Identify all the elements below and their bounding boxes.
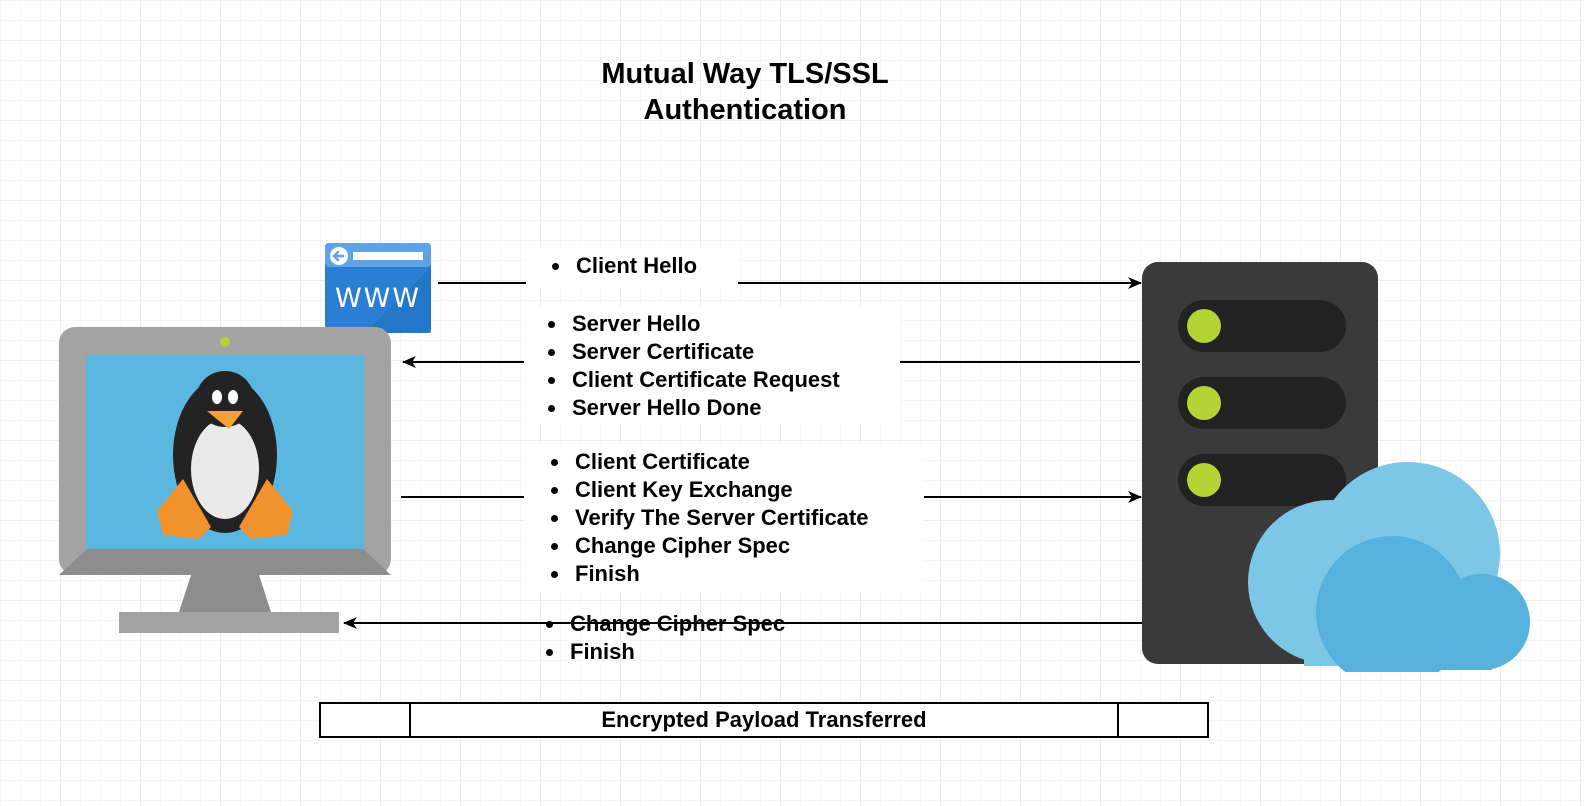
www-browser-icon: WWW <box>325 243 431 333</box>
message-item: Server Certificate <box>568 338 900 366</box>
message-item: Finish <box>571 560 924 588</box>
message-item: Change Cipher Spec <box>566 610 836 638</box>
message-item: Client Certificate <box>571 448 924 476</box>
title-line-1: Mutual Way TLS/SSL <box>601 58 889 90</box>
message-item: Change Cipher Spec <box>571 532 924 560</box>
message-item: Client Certificate Request <box>568 366 900 394</box>
payload-cell-right <box>1117 704 1207 736</box>
cloud-icon <box>1248 462 1530 672</box>
www-label: WWW <box>335 283 421 314</box>
message-item: Client Key Exchange <box>571 476 924 504</box>
message-item: Server Hello Done <box>568 394 900 422</box>
payload-cell-left <box>321 704 411 736</box>
payload-label: Encrypted Payload Transferred <box>601 707 927 732</box>
linux-monitor-icon <box>59 327 391 633</box>
message-group-4: Change Cipher Spec Finish <box>520 608 836 694</box>
message-item: Finish <box>566 638 836 666</box>
message-item: Client Hello <box>572 252 738 280</box>
message-group-3: Client Certificate Client Key Exchange V… <box>524 444 924 592</box>
title-line-2: Authentication <box>643 94 847 126</box>
message-item: Verify The Server Certificate <box>571 504 924 532</box>
encrypted-payload-bar: Encrypted Payload Transferred <box>319 702 1209 738</box>
message-item: Server Hello <box>568 310 900 338</box>
message-group-1: Client Hello <box>526 248 738 288</box>
message-group-2: Server Hello Server Certificate Client C… <box>524 306 900 424</box>
diagram-title: Mutual Way TLS/SSL Authentication <box>540 56 950 128</box>
penguin-icon <box>157 371 293 539</box>
